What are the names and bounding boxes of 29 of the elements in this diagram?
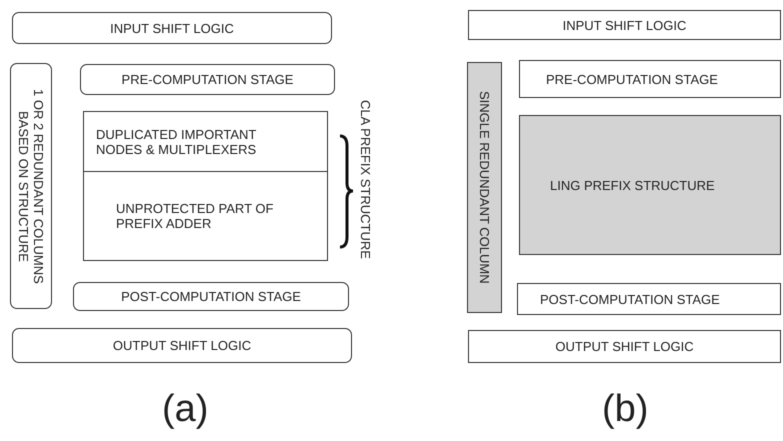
block-label: POST-COMPUTATION STAGE — [540, 292, 720, 306]
block-label: PRE-COMPUTATION STAGE — [546, 72, 718, 86]
logic-box — [12, 12, 332, 44]
logic-box — [468, 10, 781, 40]
stage-box — [73, 282, 349, 311]
block-label: 1 OR 2 REDUNDANT COLUMNS BASED ON STRUCTURE — [16, 88, 46, 286]
block-label: DUPLICATED IMPORTANT NODES & MULTIPLEXERS — [96, 126, 258, 156]
logic-box — [12, 328, 352, 363]
brace-label: CLA PREFIX STRUCTURE — [358, 100, 373, 259]
panel-label: (b) — [602, 388, 648, 431]
block-label: INPUT SHIFT LOGIC — [110, 20, 234, 36]
stage-box — [80, 64, 335, 95]
redundant-column — [10, 63, 52, 309]
unprotected-block — [83, 171, 328, 261]
block-label: LING PREFIX STRUCTURE — [550, 178, 715, 192]
panel-label: (a) — [162, 388, 208, 431]
redundant-column — [467, 62, 502, 313]
block-label: OUTPUT SHIFT LOGIC — [555, 339, 694, 354]
logic-box — [468, 330, 781, 363]
block-label: SINGLE REDUNDANT COLUMN — [477, 91, 492, 284]
block-label: UNPROTECTED PART OF PREFIX ADDER — [116, 201, 274, 231]
prefix-structure-block — [519, 115, 781, 255]
stage-box — [517, 283, 781, 315]
stage-box — [519, 60, 781, 98]
block-label: POST-COMPUTATION STAGE — [121, 289, 301, 304]
block-label: PRE-COMPUTATION STAGE — [122, 72, 294, 87]
duplicated-block — [83, 111, 328, 172]
block-label: OUTPUT SHIFT LOGIC — [112, 338, 252, 353]
block-label: INPUT SHIFT LOGIC — [562, 18, 686, 32]
